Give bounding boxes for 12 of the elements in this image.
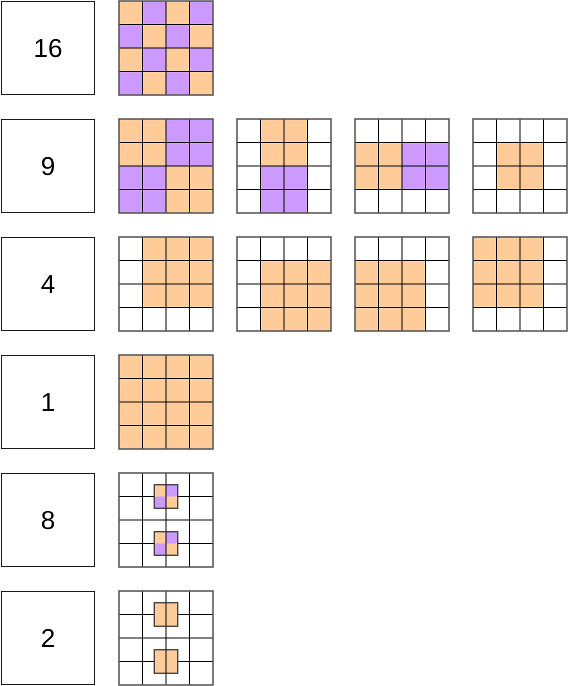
number-label: 9 xyxy=(40,150,56,182)
number-box xyxy=(1,355,95,449)
number-box xyxy=(1,1,95,95)
number-label: 4 xyxy=(40,268,56,300)
number-label: 2 xyxy=(40,622,56,654)
number-box xyxy=(1,237,95,331)
number-label: 8 xyxy=(40,504,56,536)
number-box xyxy=(1,119,95,213)
number-label: 1 xyxy=(40,386,56,418)
number-label: 16 xyxy=(34,32,62,64)
number-box xyxy=(1,473,95,567)
number-box xyxy=(1,591,95,685)
